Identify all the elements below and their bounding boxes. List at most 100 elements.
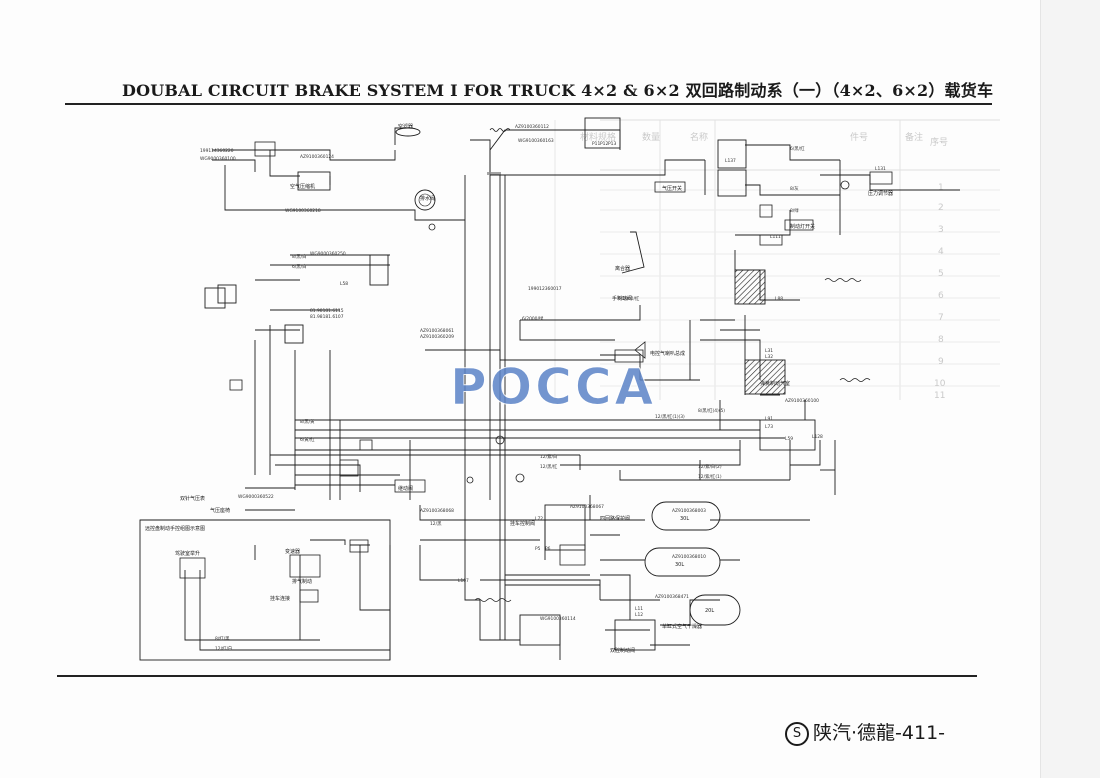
label-gear-shift: 变速器 [285,548,300,555]
left-valve-box [204,287,226,309]
pipe-label: 12/紫/白(2) [698,463,722,470]
part-number: AZ9100368061 [420,328,454,334]
ghost-row: 3 [938,225,944,235]
label-regulator: 压力调节器 [868,190,893,197]
pipe-label: 6/黑/白 [292,263,307,270]
air-tank-2 [644,547,721,577]
ghost-header-remark: 备注 [905,131,923,143]
spring-chamber-upper [734,269,766,305]
inset-valve [299,589,319,603]
ghost-reference-table: 序号 件号 名称 数量 材料规格 备注 1 2 3 4 5 6 7 8 9 10… [554,119,1000,401]
ghost-row: 1 [938,183,944,193]
pipe-label: 12/红/白 [215,645,232,652]
pipe-label: 6/黄/红 [300,436,315,443]
label-service-valve: 双腔制动阀 [610,647,635,654]
title-rule [65,103,992,105]
label-hand-valve: 手制动阀 [612,295,632,302]
pipe-label: 12/黑 [430,521,442,527]
connector-label: L91 [765,416,773,422]
part-number: AZ9100368010 [672,554,706,560]
ghost-row: 9 [938,357,944,367]
label-compressor: 空气压缩机 [290,183,315,190]
part-number: 81.98181.6115 [310,308,344,314]
pipe-label: 12/紫/白 [540,453,557,460]
label-brake-light-switch: 制动灯开关 [790,223,815,230]
connector-label: L72 [535,516,543,522]
part-number: AZ9100360124 [300,154,334,160]
footer-page-number: -411- [895,722,946,744]
label-air-filter: 空滤器 [398,123,413,130]
valve-box-right [869,171,893,185]
ghost-row: 6 [938,291,944,301]
connector-label: L137 [725,158,736,164]
ghost-row: 4 [938,247,944,257]
pipe-label: 12/紫/红(1) [698,473,722,480]
pipe-label: 8/绿 [790,207,799,214]
ghost-header-seq: 序号 [930,136,948,148]
coiled-hoses [474,128,871,602]
label-trailer-valve: 挂车控制阀 [510,520,535,527]
part-number: 199114360220 [200,148,234,154]
pipe-label: 6/2000/绿 [522,315,544,322]
small-valve [759,204,773,218]
pipe-label: 12/黑/红(1)(3) [655,413,685,420]
drain-valve-icon [414,189,436,211]
part-number: AZ9100368003 [672,508,706,514]
drain-valve-inner-icon [418,193,432,207]
small-valve [759,234,783,246]
sensor-icon [495,435,505,445]
label-spring-chamber: 弹簧制动气室 [760,380,790,387]
regulator-box [717,139,747,169]
part-number: WG9000360250 [310,251,346,257]
connector-label: L59 [785,436,793,442]
left-valve-box [339,459,359,477]
air-dryer-box [584,117,621,149]
left-valve-box [394,479,426,493]
connector-label: P13 [608,141,616,147]
brake-pedal-icon [621,231,645,274]
connector-label: L88 [775,296,783,302]
air-dryer-lower-box [614,619,656,651]
ghost-row: 2 [938,203,944,213]
ghost-row: 7 [938,313,944,323]
diagram-labels: 空气压缩机 空滤器 气压开关 压力调节器 制动灯开关 离合器 手制动阀 电控气喇… [145,123,893,654]
part-number: AZ9100360112 [515,124,549,130]
label-air-dryer: 单缸式空气干燥器 [662,623,702,630]
part-number: 199012360017 [528,286,562,292]
horn-icon [634,341,646,359]
ghost-row: 5 [938,269,944,279]
inset-frame [139,519,391,661]
part-number: AZ9100368067 [570,504,604,510]
label-pressure-switch: 气压开关 [662,185,682,192]
label-clutch: 离合器 [615,265,630,272]
four-circuit-valve-box [759,419,816,451]
brand-logo-icon: S [785,721,809,746]
page-title: DOUBAL CIRCUIT BRAKE SYSTEM I FOR TRUCK … [122,81,994,100]
connector-label: P12 [600,141,608,147]
air-filter-icon [395,127,421,137]
label-drain-valve: 排水阀 [420,195,435,202]
hand-valve-box [369,254,389,286]
left-valve-box [217,284,237,304]
part-number: AZ9100360209 [420,334,454,340]
connector-label: P11 [592,141,600,147]
part-number: AZ9100360100 [785,398,819,404]
inset-valve [179,557,206,579]
part-number: AZ9100368068 [420,508,454,514]
left-valve-box [359,439,373,451]
inset-valve [349,539,369,553]
label-relay-valve: 继动阀 [398,485,413,492]
sensor-icon [840,180,850,190]
component-box [254,141,276,157]
pipe-network [140,127,960,660]
footer-brand: 陕汽·德龍 [813,722,896,744]
part-number: WG9000360522 [238,494,274,500]
part-number: WG9000360100 [200,156,236,162]
pipe-label: 8/黑/红(4)(5) [698,407,725,414]
connector-label: L32 [765,354,773,360]
relay-valve-box [544,504,586,551]
left-valve-box [284,324,304,344]
label-four-circuit-valve: 四回路保护阀 [600,515,630,522]
